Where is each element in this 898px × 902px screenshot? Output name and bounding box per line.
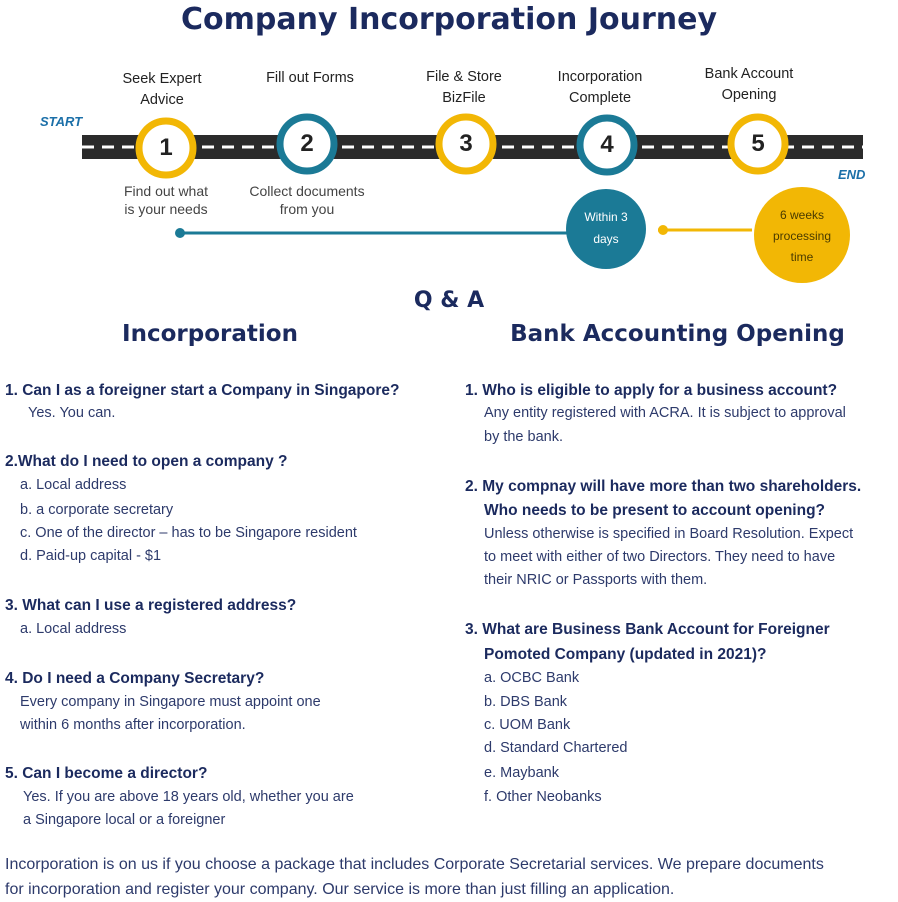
inc-answer-5-line2: a Singapore local or a foreigner xyxy=(23,812,226,828)
inc-answer-1: Yes. You can. xyxy=(28,405,116,421)
step-1-sublabel: Find out what is your needs xyxy=(96,182,236,218)
inc-question-4: 4. Do I need a Company Secretary? xyxy=(5,670,265,687)
timeline-teal-line2: days xyxy=(593,232,619,246)
step-4-number: 4 xyxy=(600,131,614,158)
step-2-circle xyxy=(276,113,338,175)
inc-answer-4-line1: Every company in Singapore must appoint … xyxy=(20,694,321,710)
timeline-yellow-line3: time xyxy=(790,250,814,264)
footer-line-2: for incorporation and register your comp… xyxy=(5,881,675,898)
step-3-number: 3 xyxy=(459,130,473,157)
bank-answer-2-line2: to meet with either of two Directors. Th… xyxy=(484,549,836,565)
start-label: START xyxy=(40,114,83,129)
inc-question-3: 3. What can I use a registered address? xyxy=(5,597,297,614)
end-label: END xyxy=(838,167,866,182)
inc-question-5: 5. Can I become a director? xyxy=(5,765,208,782)
step-2-sub-line1: Collect documents xyxy=(249,183,365,199)
timeline-teal-line1: Within 3 xyxy=(584,210,628,224)
step-3-circle xyxy=(435,113,497,175)
step-5-label-line2: Opening xyxy=(721,87,777,103)
bank-answer-3f: f. Other Neobanks xyxy=(484,789,602,805)
step-2-sub-line2: from you xyxy=(279,201,335,217)
step-2-sublabel: Collect documents from you xyxy=(237,182,377,218)
step-3-label-line1: File & Store xyxy=(426,69,502,85)
timeline-yellow-text: 6 weeks processing time xyxy=(754,205,850,268)
timeline-teal-circle xyxy=(566,189,646,269)
step-1-label: Seek Expert Advice xyxy=(92,69,232,111)
step-5-circle xyxy=(727,113,789,175)
step-3-label: File & Store BizFile xyxy=(394,67,534,109)
bank-question-2-line1: 2. My compnay will have more than two sh… xyxy=(465,478,862,495)
timeline-teal-text: Within 3 days xyxy=(566,206,646,250)
bank-question-3-line2: Pomoted Company (updated in 2021)? xyxy=(484,646,767,663)
incorporation-heading: Incorporation xyxy=(122,321,298,347)
timeline-start-dot xyxy=(175,228,185,238)
bank-answer-3a: a. OCBC Bank xyxy=(484,670,580,686)
step-1-label-line2: Advice xyxy=(140,92,184,108)
timeline-yellow-line2: processing xyxy=(772,229,832,243)
qa-title: Q & A xyxy=(413,288,485,313)
timeline-yellow-line1: 6 weeks xyxy=(779,208,825,222)
step-4-label: Incorporation Complete xyxy=(530,67,670,109)
bank-answer-3d: d. Standard Chartered xyxy=(484,740,628,756)
bank-answer-3c: c. UOM Bank xyxy=(484,717,571,733)
step-1-circle xyxy=(135,117,197,179)
bank-question-3-line1: 3. What are Business Bank Account for Fo… xyxy=(465,621,830,638)
step-2-label-line1: Fill out Forms xyxy=(266,70,354,86)
inc-question-2: 2.What do I need to open a company ? xyxy=(5,453,288,470)
bank-answer-1-line1: Any entity registered with ACRA. It is s… xyxy=(484,405,846,421)
inc-answer-2a: a. Local address xyxy=(20,477,127,493)
step-4-label-line2: Complete xyxy=(568,90,632,106)
step-4-circle xyxy=(576,114,638,176)
step-5-number: 5 xyxy=(751,130,765,157)
page-title: Company Incorporation Journey xyxy=(180,2,717,37)
inc-question-1: 1. Can I as a foreigner start a Company … xyxy=(5,382,400,399)
bank-answer-3b: b. DBS Bank xyxy=(484,694,568,710)
bank-answer-2-line3: their NRIC or Passports with them. xyxy=(484,572,708,588)
step-5-label: Bank Account Opening xyxy=(679,64,819,106)
step-1-number: 1 xyxy=(159,134,173,161)
bank-answer-3e: e. Maybank xyxy=(484,765,559,781)
inc-answer-2b: b. a corporate secretary xyxy=(20,502,174,518)
inc-answer-3a: a. Local address xyxy=(20,621,127,637)
bank-question-1: 1. Who is eligible to apply for a busine… xyxy=(465,382,838,399)
bank-answer-2-line1: Unless otherwise is specified in Board R… xyxy=(484,526,854,542)
step-5-label-line1: Bank Account xyxy=(704,66,794,82)
step-1-label-line1: Seek Expert xyxy=(122,71,202,87)
footer-line-1: Incorporation is on us if you choose a p… xyxy=(5,856,824,873)
timeline-yellow-circle xyxy=(754,187,850,283)
bank-answer-1-line2: by the bank. xyxy=(484,429,563,445)
inc-answer-2c: c. One of the director – has to be Singa… xyxy=(20,525,357,541)
step-1-sub-line2: is your needs xyxy=(124,201,208,217)
inc-answer-2d: d. Paid-up capital - $1 xyxy=(20,548,162,564)
journey-road xyxy=(82,113,863,283)
bank-heading: Bank Accounting Opening xyxy=(510,321,845,347)
inc-answer-5-line1: Yes. If you are above 18 years old, whet… xyxy=(23,789,354,805)
timeline-yellow-dot xyxy=(658,225,668,235)
step-2-number: 2 xyxy=(300,130,314,157)
step-3-label-line2: BizFile xyxy=(442,90,486,106)
bank-question-2-line2: Who needs to be present to account openi… xyxy=(484,502,826,519)
step-4-label-line1: Incorporation xyxy=(557,69,643,85)
inc-answer-4-line2: within 6 months after incorporation. xyxy=(20,717,246,733)
step-2-label: Fill out Forms xyxy=(240,68,380,89)
step-1-sub-line1: Find out what xyxy=(123,183,209,199)
